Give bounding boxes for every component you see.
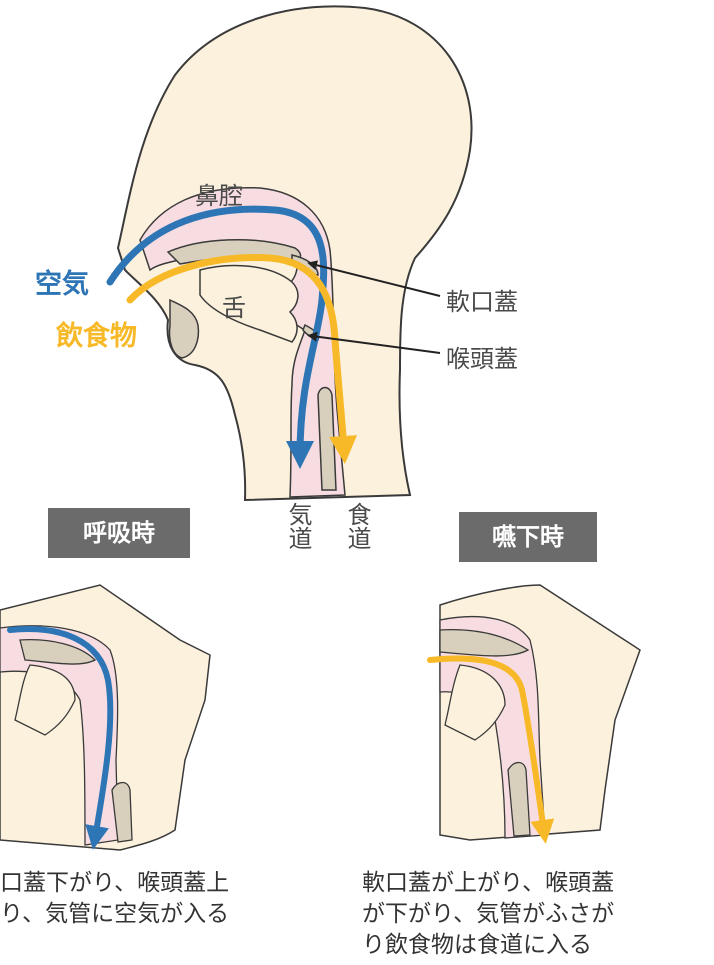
esophagus-label: 食道 <box>345 502 371 550</box>
breathing-badge: 呼吸時 <box>48 508 190 558</box>
breathing-caption: 口蓋下がり、喉頭蓋上 り、気管に空気が入る <box>0 868 300 930</box>
trachea-label: 気道 <box>286 502 312 550</box>
swallowing-caption-line2: が下がり、気管がふさが <box>362 899 702 930</box>
breathing-caption-line1: 口蓋下がり、喉頭蓋上 <box>0 868 300 899</box>
breathing-caption-line2: り、気管に空気が入る <box>0 899 300 930</box>
air-label: 空気 <box>35 262 89 301</box>
tongue-label: 舌 <box>222 288 246 323</box>
swallowing-illustration <box>430 585 640 840</box>
main-head-section <box>110 6 472 500</box>
swallowing-badge: 嚥下時 <box>459 512 597 562</box>
nasal-cavity-label: 鼻腔 <box>195 176 243 211</box>
swallowing-caption: 軟口蓋が上がり、喉頭蓋 が下がり、気管がふさが り飲食物は食道に入る <box>362 868 702 961</box>
swallowing-caption-line1: 軟口蓋が上がり、喉頭蓋 <box>362 868 702 899</box>
swallowing-caption-line3: り飲食物は食道に入る <box>362 930 702 961</box>
soft-palate-label: 軟口蓋 <box>446 282 518 317</box>
epiglottis-label: 喉頭蓋 <box>446 339 518 374</box>
food-label: 飲食物 <box>56 314 137 353</box>
breathing-illustration <box>0 585 210 850</box>
